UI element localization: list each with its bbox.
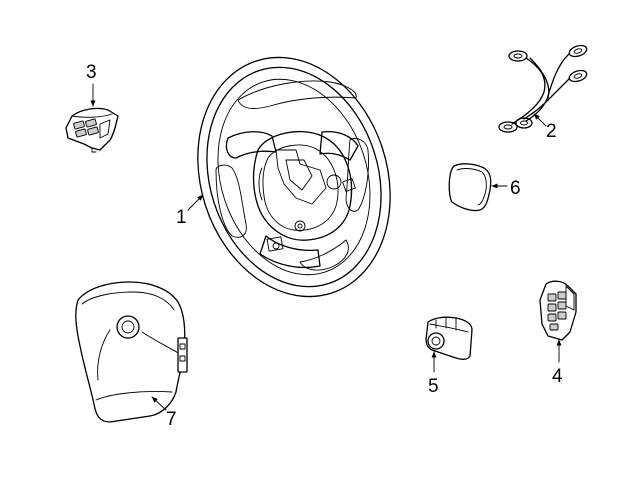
callout-3: 3 — [86, 62, 97, 83]
right-switch-part — [539, 280, 577, 341]
callout-1: 1 — [176, 207, 187, 228]
leader-7 — [151, 396, 167, 411]
callout-6: 6 — [510, 178, 521, 199]
callout-2: 2 — [546, 121, 557, 142]
callout-4: 4 — [552, 366, 563, 387]
emblem-part — [448, 163, 492, 212]
callout-5: 5 — [428, 376, 439, 397]
leader-1 — [187, 194, 204, 211]
module-part — [425, 316, 473, 360]
left-switch-part — [65, 107, 119, 153]
steering-wheel-part — [197, 56, 391, 298]
callout-7: 7 — [166, 409, 177, 430]
airbag-part — [75, 281, 188, 423]
leader-2 — [533, 113, 547, 127]
wiring-harness-part — [498, 44, 588, 133]
callout-leaders — [90, 83, 562, 411]
